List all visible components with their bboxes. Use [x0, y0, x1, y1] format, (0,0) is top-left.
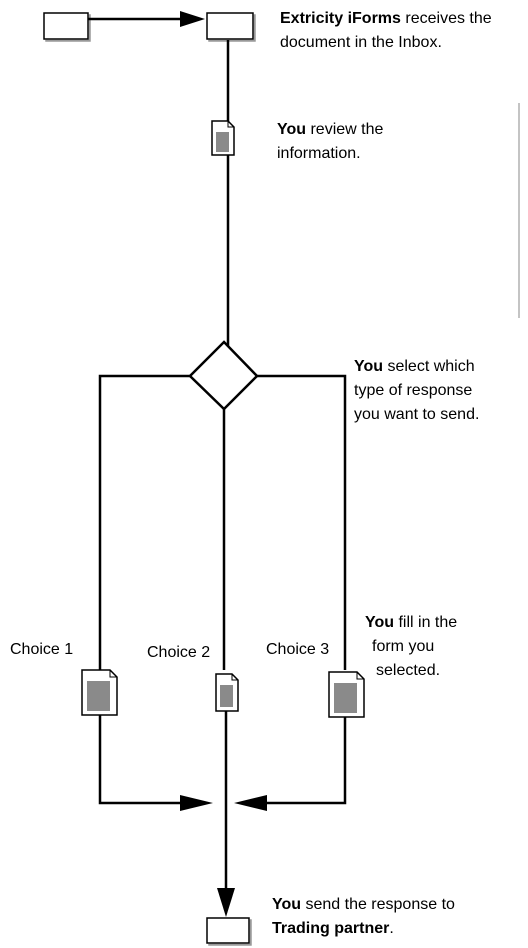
receive-step-line-2: document in the Inbox. — [280, 34, 442, 51]
merge-3-line — [262, 717, 347, 805]
trading-partner-box — [206, 917, 250, 944]
send-step-line-1: You send the response to — [272, 894, 455, 915]
review-step-line-1: You review the — [277, 119, 383, 140]
choice-3-label: Choice 3 — [266, 641, 330, 658]
review-document-icon — [211, 120, 235, 156]
select-actor: You — [354, 358, 384, 375]
send-actor: You — [272, 896, 302, 913]
receive-step-line-1: Extricity iForms receives the — [280, 8, 492, 29]
choice-1-label: Choice 1 — [10, 641, 74, 658]
select-step-line-2: type of response — [354, 382, 473, 399]
arrowhead-down-icon — [217, 888, 235, 917]
arrowhead-right-icon — [180, 795, 213, 811]
send-period: . — [389, 920, 394, 937]
send-text: send the response to — [301, 896, 455, 913]
select-step-line-1: You select which — [354, 356, 475, 377]
inbox-box — [206, 12, 254, 40]
source-box — [43, 12, 89, 40]
receive-text: receives the — [400, 10, 492, 27]
review-text: review the — [306, 121, 384, 138]
select-text: select which — [383, 358, 475, 375]
fill-step-line-2: form you — [372, 638, 435, 655]
select-step-line-3: you want to send. — [354, 406, 480, 423]
fill-text: fill in the — [394, 614, 458, 631]
receive-actor: Extricity iForms — [280, 10, 401, 27]
choice-1-document-icon — [81, 669, 118, 716]
decision-diamond — [188, 340, 259, 411]
choice-2-document-icon — [215, 673, 239, 712]
send-step-line-2: Trading partner. — [272, 918, 394, 939]
fill-step-line-1: You fill in the — [365, 612, 457, 633]
review-actor: You — [277, 121, 307, 138]
arrowhead-right-icon — [180, 11, 205, 27]
merge-1-line — [98, 715, 185, 805]
arrowhead-left-icon — [234, 795, 267, 811]
fill-actor: You — [365, 614, 395, 631]
review-step-line-2: information. — [277, 145, 361, 162]
choice-3-document-icon — [328, 671, 365, 718]
branch-1-line — [98, 374, 190, 670]
branch-3-line — [257, 374, 347, 670]
fill-step-line-3: selected. — [376, 662, 441, 679]
trading-partner-label: Trading partner — [272, 920, 390, 937]
choice-2-label: Choice 2 — [147, 644, 211, 661]
